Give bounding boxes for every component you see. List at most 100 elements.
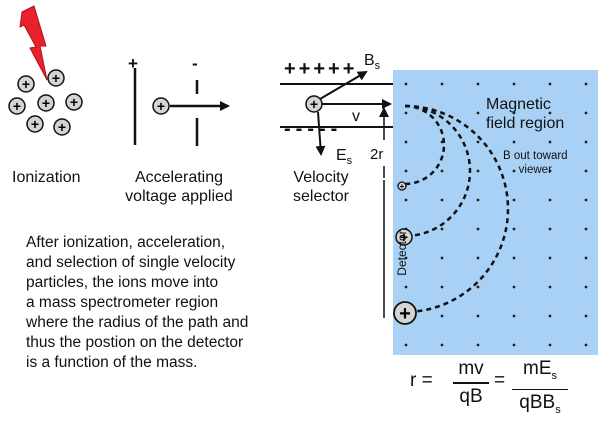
field-dot <box>476 169 480 173</box>
detector-label: Detector <box>395 230 409 276</box>
field-dot <box>548 256 552 260</box>
svg-text:+: + <box>31 116 39 132</box>
field-dot <box>404 169 408 173</box>
field-dot <box>440 314 444 318</box>
field-dot <box>584 343 588 347</box>
ion: + <box>26 115 44 133</box>
ion: + <box>17 75 35 93</box>
field-dot <box>512 343 516 347</box>
magnetic-field-region <box>393 70 598 355</box>
field-dot <box>512 169 516 173</box>
lightning-bolt-icon <box>19 5 48 81</box>
field-dot <box>512 314 516 318</box>
v-vector-label: v <box>352 108 360 125</box>
svg-text:+: + <box>157 98 165 114</box>
field-dot <box>476 314 480 318</box>
field-dot <box>548 198 552 202</box>
field-dot <box>440 198 444 202</box>
equation-equals: = <box>494 370 506 391</box>
accelerating-label: Accelerating voltage applied <box>125 169 233 205</box>
field-dot <box>404 285 408 289</box>
field-dot <box>548 169 552 173</box>
description-line: After ionization, acceleration, <box>26 234 226 251</box>
field-dot <box>584 314 588 318</box>
velocity-selector-label: Velocity selector <box>292 169 350 205</box>
description-line: thus the postion on the detector <box>26 334 244 351</box>
ion-large <box>393 301 417 325</box>
field-dot <box>476 343 480 347</box>
field-dot <box>476 285 480 289</box>
svg-text:+: + <box>13 98 21 114</box>
field-dot <box>476 82 480 86</box>
field-dot <box>512 285 516 289</box>
field-dot <box>476 111 480 115</box>
e-vector-arrow <box>315 111 326 156</box>
field-dot <box>404 256 408 260</box>
field-dot <box>548 285 552 289</box>
description-line: particles, the ions move into <box>26 274 219 291</box>
svg-text:+: + <box>58 119 66 135</box>
field-dot <box>512 256 516 260</box>
svg-text:+: + <box>52 70 60 86</box>
field-dot <box>440 256 444 260</box>
plus-sign: + <box>128 54 138 73</box>
equation-lhs: r = <box>410 370 433 391</box>
svg-text:+: + <box>400 182 405 191</box>
field-dot <box>404 140 408 144</box>
field-dot <box>512 227 516 231</box>
accelerated-ion <box>152 97 170 115</box>
field-dot <box>440 82 444 86</box>
field-dot <box>440 169 444 173</box>
field-dot <box>404 111 408 115</box>
description-line: and selection of single velocity <box>26 254 236 271</box>
field-dot <box>404 198 408 202</box>
field-dot <box>512 111 516 115</box>
svg-text:+: + <box>399 303 411 325</box>
magnetic-field-label: Magnetic field region <box>486 96 565 132</box>
field-dot <box>512 198 516 202</box>
ion-path-large <box>404 104 510 314</box>
ion-path-medium <box>404 104 472 238</box>
field-dot <box>584 227 588 231</box>
ion-medium <box>395 228 413 246</box>
field-dot <box>548 314 552 318</box>
field-dot <box>476 140 480 144</box>
field-dot <box>548 140 552 144</box>
svg-text:+: + <box>42 95 50 111</box>
svg-text:+: + <box>70 94 78 110</box>
field-dot <box>476 227 480 231</box>
ionization-label: Ionization <box>12 169 81 186</box>
description-line: a mass spectrometer region <box>26 294 219 311</box>
ion-small <box>397 181 407 191</box>
field-dot <box>512 140 516 144</box>
b-vector-label: Bs <box>364 52 381 73</box>
field-dot <box>584 140 588 144</box>
field-dot <box>584 256 588 260</box>
description-paragraph: After ionization, acceleration, and selec… <box>26 233 296 373</box>
field-dot <box>476 256 480 260</box>
field-dot <box>440 227 444 231</box>
field-dot <box>548 82 552 86</box>
field-dot <box>584 198 588 202</box>
b-out-label: B out toward viewer <box>503 150 568 176</box>
b-vector-arrow <box>319 70 368 100</box>
field-dot <box>548 111 552 115</box>
ion: + <box>37 94 55 112</box>
field-dot <box>404 343 408 347</box>
field-dot <box>584 82 588 86</box>
field-dot <box>584 169 588 173</box>
field-dot <box>548 227 552 231</box>
top-plate-charges: +++++ <box>284 58 358 80</box>
description-line: is a function of the mass. <box>26 354 198 371</box>
description-line: where the radius of the path and <box>26 314 249 331</box>
e-vector-label: Es <box>336 147 353 168</box>
ion: + <box>65 93 83 111</box>
field-dot <box>440 285 444 289</box>
equation-fraction-1: mv qB <box>453 358 489 408</box>
field-dot <box>548 343 552 347</box>
minus-sign: - <box>192 54 198 73</box>
two-r-label: 2r <box>370 146 384 163</box>
field-dot <box>476 198 480 202</box>
